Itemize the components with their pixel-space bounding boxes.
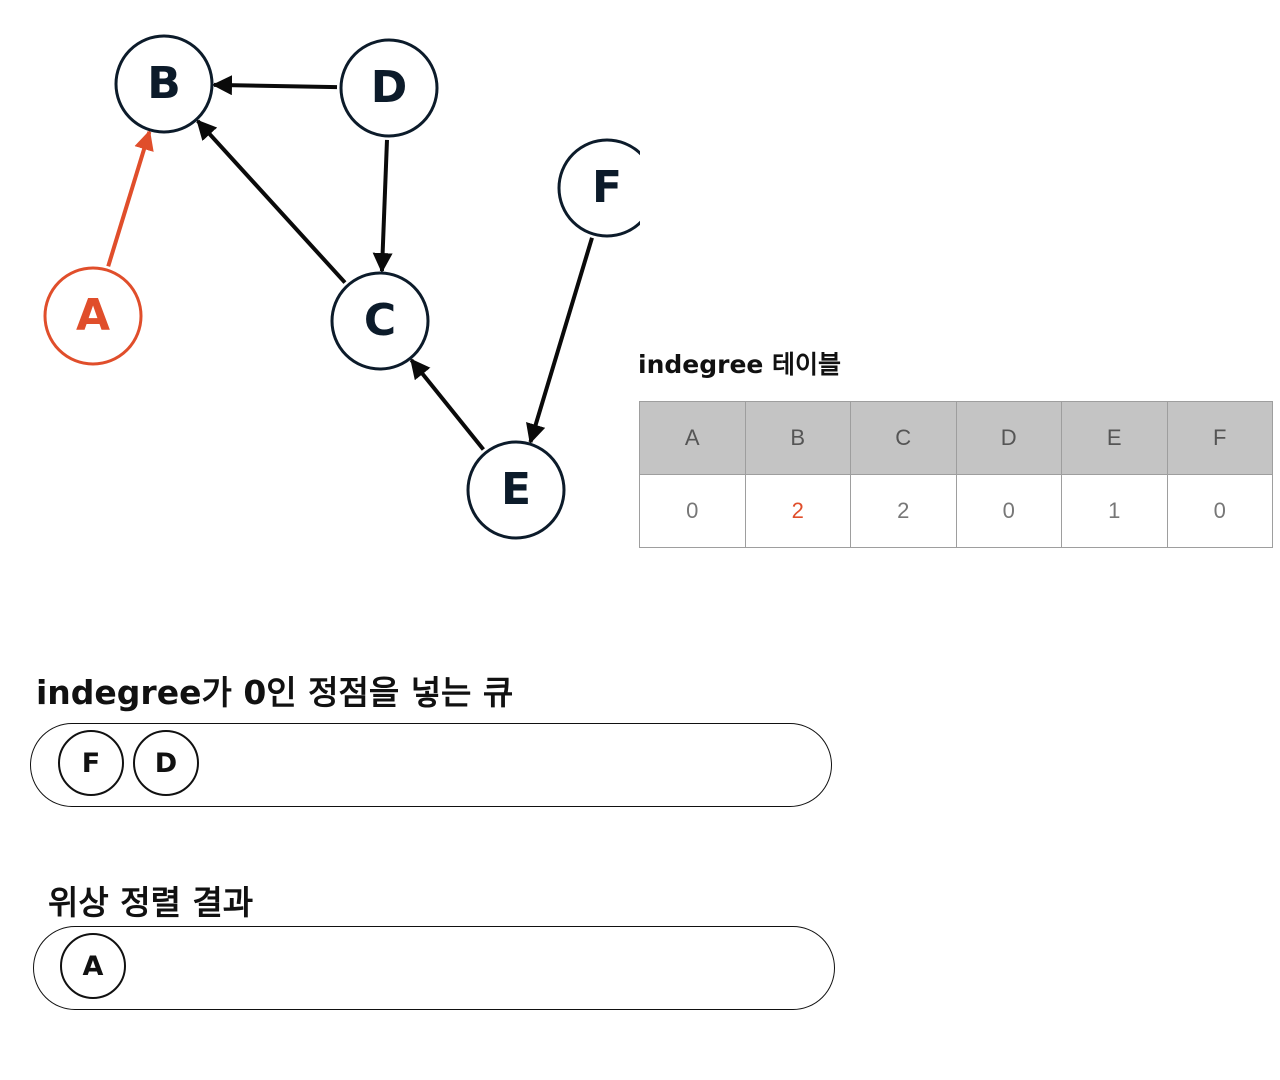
table-header-d: D [955,401,1062,475]
edge-c-to-b [196,119,347,284]
table-header-f: F [1166,401,1273,475]
node-label: F [592,162,622,213]
table-value-b: 2 [744,474,851,548]
node-circle [114,34,214,134]
graph-node-d: D [339,38,439,138]
node-label: C [364,295,396,346]
result-container: A [33,926,835,1010]
edge-e-to-c [409,358,485,451]
node-circle [339,38,439,138]
queue-item-d: D [133,730,199,796]
table-value-e: 1 [1061,474,1168,548]
node-label: B [147,58,181,109]
edge-d-to-b [211,75,338,96]
graph-node-e: E [466,440,566,540]
node-circle [557,138,640,238]
node-circle [466,440,566,540]
node-label: A [76,290,110,341]
queue-title: indegree가 0인 정점을 넣는 큐 [36,673,514,712]
table-value-c: 2 [850,474,957,548]
node-label: E [501,464,531,515]
node-circle [43,266,143,366]
edge-d-to-c [372,139,393,274]
result-title: 위상 정렬 결과 [48,883,254,922]
graph-node-f: F [557,138,640,238]
graph-node-b: B [114,34,214,134]
edge-f-to-e [526,237,594,445]
graph-node-c: C [330,271,430,371]
edge-a-to-b [106,129,154,267]
table-header-e: E [1061,401,1168,475]
queue-item-f: F [58,730,124,796]
table-value-a: 0 [639,474,746,548]
node-circle [330,271,430,371]
indegree-table-title: indegree 테이블 [638,350,842,379]
table-value-f: 0 [1166,474,1273,548]
table-header-a: A [639,401,746,475]
table-header-b: B [744,401,851,475]
graph-node-a: A [43,266,143,366]
graph-diagram: A B C D E F [43,34,640,540]
result-item-a: A [60,933,126,999]
node-label: D [371,62,408,113]
table-value-d: 0 [955,474,1062,548]
table-header-c: C [850,401,957,475]
